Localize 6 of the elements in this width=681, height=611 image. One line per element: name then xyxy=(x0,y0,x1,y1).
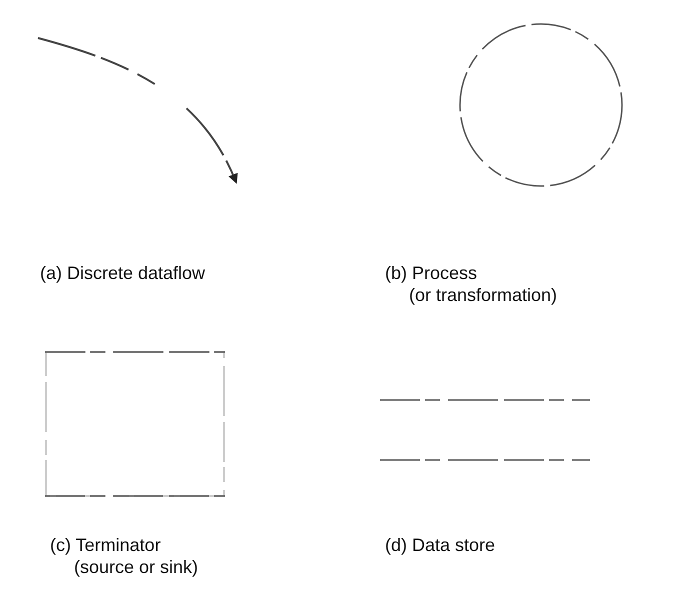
caption: (a) Discrete dataflow xyxy=(40,262,206,284)
caption: (d) Data store xyxy=(385,534,496,556)
process-circle xyxy=(458,22,624,188)
caption: (b) Process (or transformation) xyxy=(385,262,558,306)
terminator-box xyxy=(45,350,225,498)
caption: (c) Terminator (source or sink) xyxy=(50,534,198,578)
